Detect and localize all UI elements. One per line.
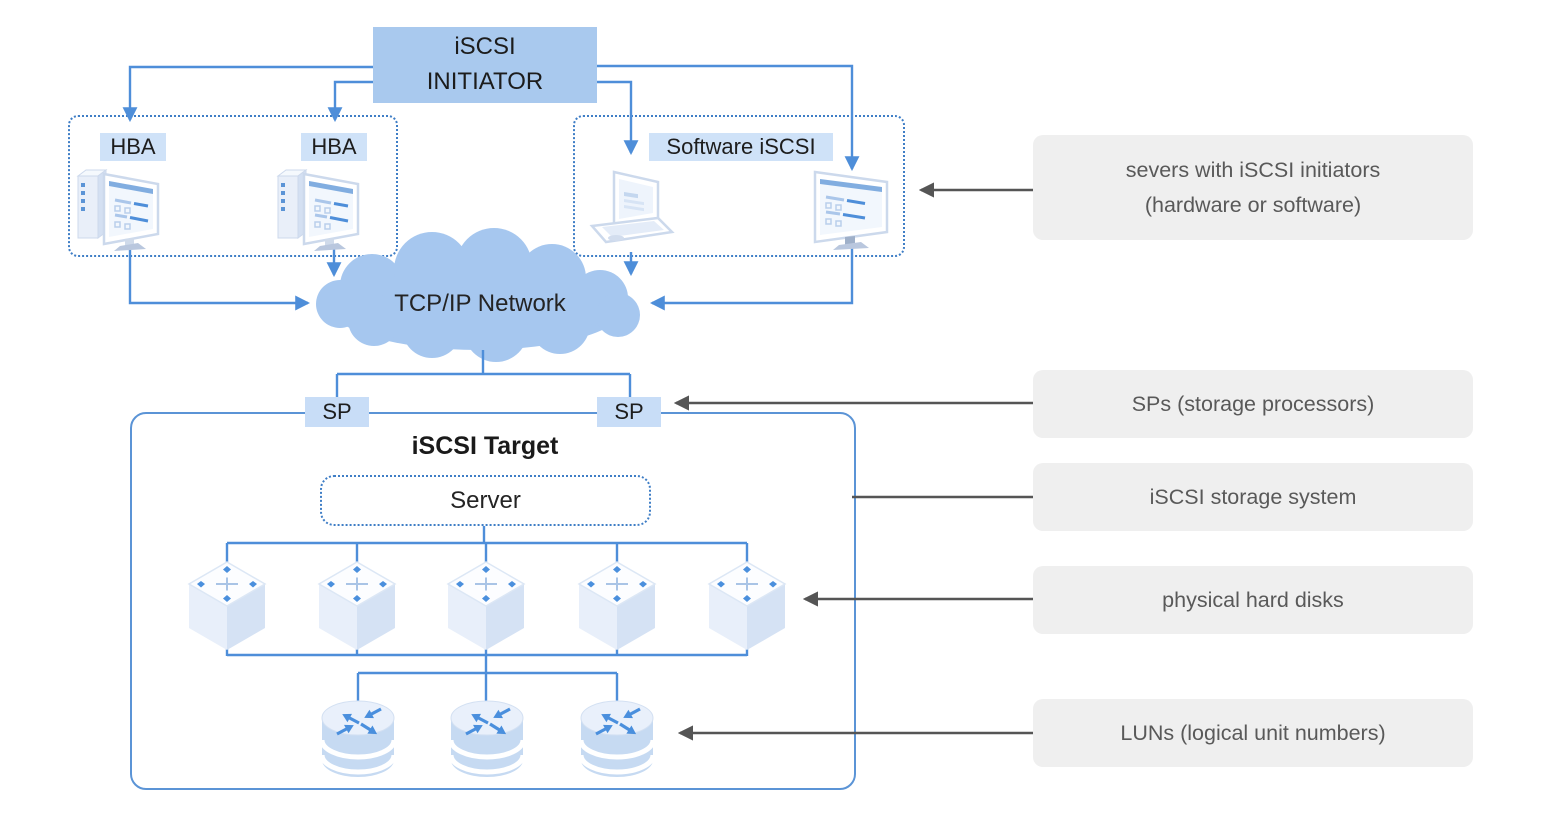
hard-disk-cube-icon bbox=[708, 561, 786, 651]
annotation-disks: physical hard disks bbox=[1033, 566, 1473, 634]
initiator-line1: iSCSI bbox=[454, 33, 516, 61]
annotation-sps: SPs (storage processors) bbox=[1033, 370, 1473, 438]
network-cloud-icon bbox=[316, 228, 640, 362]
lun-cylinder-icon bbox=[581, 701, 653, 777]
annotation-servers-line2: (hardware or software) bbox=[1144, 192, 1362, 217]
hard-disk-cube-icon bbox=[188, 561, 266, 651]
hard-disk-cube-icon bbox=[318, 561, 396, 651]
sp-box-left: SP bbox=[305, 397, 369, 427]
desktop-computer-icon bbox=[276, 168, 360, 252]
laptop-icon bbox=[590, 170, 674, 244]
annotation-disks-text: physical hard disks bbox=[1162, 587, 1344, 612]
annotation-storage: iSCSI storage system bbox=[1033, 463, 1473, 531]
annotation-sps-text: SPs (storage processors) bbox=[1131, 391, 1375, 416]
software-iscsi-label: Software iSCSI bbox=[649, 133, 833, 161]
lun-cylinder-icon bbox=[451, 701, 523, 777]
tcpip-network-label: TCP/IP Network bbox=[394, 290, 566, 317]
hard-disk-cube-icon bbox=[578, 561, 656, 651]
software-iscsi-group-box bbox=[573, 115, 905, 257]
annotation-luns: LUNs (logical unit numbers) bbox=[1033, 699, 1473, 767]
annotation-servers: severs with iSCSI initiators (hardware o… bbox=[1033, 135, 1473, 240]
iscsi-initiator-box: iSCSI INITIATOR bbox=[373, 27, 597, 103]
desktop-computer-icon bbox=[76, 168, 160, 252]
gray-connectors bbox=[673, 182, 1033, 741]
annotation-servers-line1: severs with iSCSI initiators bbox=[1125, 158, 1381, 183]
hba-label-left: HBA bbox=[100, 133, 166, 161]
monitor-icon bbox=[813, 170, 889, 250]
server-box: Server bbox=[320, 475, 651, 526]
hard-disk-cube-icon bbox=[447, 561, 525, 651]
initiator-line2: INITIATOR bbox=[426, 68, 544, 95]
annotation-storage-text: iSCSI storage system bbox=[1149, 484, 1357, 509]
hba-label-right: HBA bbox=[301, 133, 367, 161]
iscsi-target-label: iSCSI Target bbox=[411, 431, 559, 460]
annotation-luns-text: LUNs (logical unit numbers) bbox=[1120, 720, 1386, 745]
lun-cylinder-icon bbox=[322, 701, 394, 777]
hba-servers-group-box bbox=[68, 115, 398, 257]
sp-box-right: SP bbox=[597, 397, 661, 427]
